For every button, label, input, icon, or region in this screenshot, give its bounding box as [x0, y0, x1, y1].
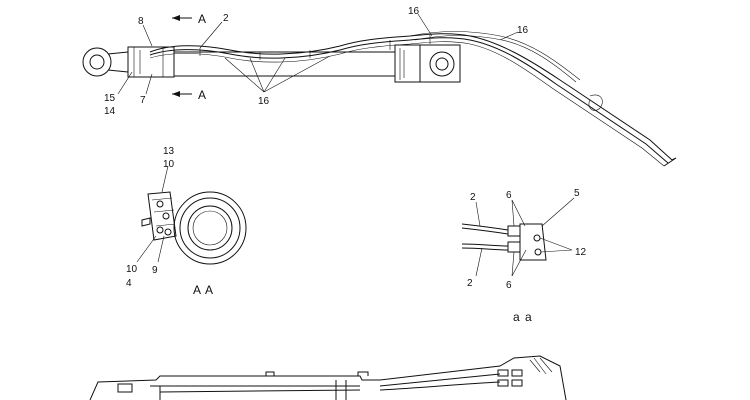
arm-hoses [379, 373, 501, 391]
aa-fitting-4 [164, 228, 172, 236]
det-leader-2-upper [475, 201, 481, 227]
aa-ring-outer [173, 191, 247, 265]
aa-fitting-2 [162, 212, 170, 220]
aa-fitting-lower [507, 241, 521, 253]
leader-16-upper [417, 13, 433, 37]
leader-2 [199, 21, 223, 49]
barrel-end-detail [399, 48, 405, 80]
arm-post [335, 380, 347, 400]
hose-line-2 [149, 37, 669, 164]
leader-16-lower [224, 55, 331, 93]
arm-clamp-2 [357, 371, 369, 376]
aa-leader-10-4 [136, 235, 157, 263]
callout-7: 7 [140, 95, 146, 106]
det-leader-5 [541, 197, 575, 227]
head-detail [133, 47, 164, 77]
callout-14: 14 [104, 106, 116, 117]
arm-fitting-upper [497, 369, 509, 377]
det-callout-2-lower: 2 [467, 278, 473, 289]
foot-pin-inner [435, 57, 449, 71]
barrel-end [394, 44, 421, 83]
leader-15 [117, 71, 133, 95]
aa-bolt-1 [533, 234, 541, 242]
det-callout-12: 12 [575, 247, 587, 258]
leader-16-right [499, 31, 519, 41]
det-leader-2-lower [475, 247, 483, 277]
boom-cylinder-assembly [82, 13, 677, 167]
callout-2-top: 2 [223, 13, 229, 24]
aa-fitting-upper [507, 225, 521, 237]
arm-fitting-upper-2 [511, 369, 523, 377]
aa-leader-13-10 [161, 165, 169, 193]
arm-clamp-1 [265, 371, 275, 376]
hose-loop [588, 94, 603, 111]
piston-rod [107, 51, 129, 73]
rod-eye-inner [89, 54, 105, 70]
aa-ring-2 [179, 197, 241, 259]
leader-7 [145, 73, 153, 95]
view-arrow-top-head [172, 15, 180, 21]
rod-eye-outer [82, 47, 112, 77]
arm-outline-top [89, 355, 567, 400]
hose-clamps [199, 34, 431, 60]
aa-callout-4: 4 [126, 278, 132, 289]
aa-callout-10-lower: 10 [126, 264, 138, 275]
hose-upper-branch [409, 31, 581, 81]
aa-bolt-2 [534, 248, 542, 256]
boom-foot [420, 44, 461, 83]
view-arrow-top-label: A [198, 12, 207, 26]
callout-16-right: 16 [517, 25, 529, 36]
foot-pin-outer [429, 51, 455, 77]
detail-aa-caption: a a [513, 310, 533, 324]
view-arrow-bottom-head [172, 91, 180, 97]
detail-aa-drawing [461, 197, 575, 277]
callout-16-upper: 16 [408, 6, 420, 17]
callout-8: 8 [138, 16, 144, 27]
leader-8 [142, 24, 153, 47]
aa-callout-9: 9 [152, 265, 158, 276]
aa-bracket [519, 223, 547, 261]
hose-line-1 [149, 33, 673, 161]
aa-callout-13: 13 [163, 146, 175, 157]
aa-fitting-3 [156, 226, 164, 234]
det-callout-5: 5 [574, 188, 580, 199]
hose-line-3 [149, 41, 665, 167]
arm-fitting-lower [497, 379, 509, 387]
arm-fitting-lower-2 [511, 379, 523, 387]
callout-16-lower: 16 [258, 96, 270, 107]
aa-hose-upper [461, 223, 509, 235]
aa-ring-3 [187, 205, 233, 251]
view-arrow-bottom-label: A [198, 88, 207, 102]
hose-upper-branch-2 [414, 35, 577, 83]
aa-manifold-block [147, 191, 177, 241]
aa-side-fitting [141, 217, 151, 227]
arm-fitting-left [117, 383, 133, 393]
det-callout-6-upper: 6 [506, 190, 512, 201]
aa-block-detail [151, 197, 176, 227]
det-leader-6-upper [511, 199, 526, 227]
arm-end-hatch [529, 357, 553, 375]
aa-callout-10-upper: 10 [163, 159, 175, 170]
aa-leader-9 [157, 235, 165, 263]
det-callout-2-upper: 2 [470, 192, 476, 203]
callout-15: 15 [104, 93, 116, 104]
aa-hose-lower [461, 243, 509, 251]
view-aa-drawing [136, 165, 247, 265]
det-leader-12 [539, 237, 573, 253]
hose-end [663, 157, 677, 167]
det-callout-6-lower: 6 [506, 280, 512, 291]
arm-bracket-left [150, 385, 161, 400]
det-leader-6-lower [511, 249, 527, 277]
aa-fitting-1 [156, 200, 164, 208]
cylinder-barrel [174, 51, 395, 77]
arm-assembly-partial [89, 355, 567, 400]
aa-ring-inner [192, 210, 228, 246]
arm-rail [159, 385, 361, 393]
view-aa-caption: A A [193, 283, 214, 297]
